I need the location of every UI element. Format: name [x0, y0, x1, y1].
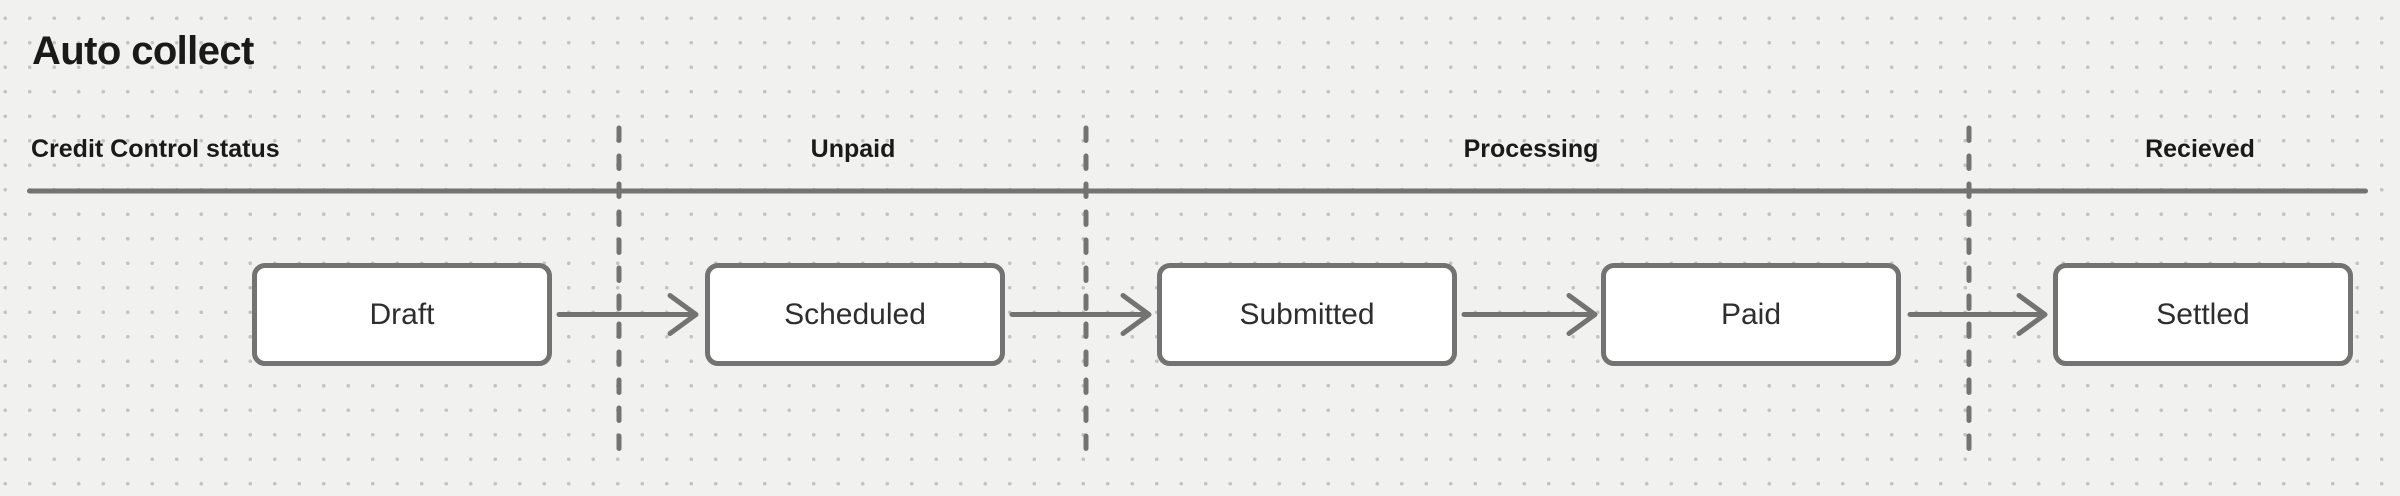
arrow-scheduled-to-submitted — [1009, 293, 1152, 336]
flow-node-label: Submitted — [1239, 297, 1375, 331]
flow-node-paid[interactable]: Paid — [1601, 263, 1901, 366]
zone-label-recieved: Recieved — [2145, 135, 2255, 163]
flow-node-settled[interactable]: Settled — [2053, 263, 2353, 366]
flow-node-submitted[interactable]: Submitted — [1157, 263, 1457, 366]
flow-node-draft[interactable]: Draft — [252, 263, 552, 366]
zone-label-unpaid: Unpaid — [810, 135, 896, 163]
flow-node-label: Draft — [369, 297, 435, 331]
lane-axis-label: Credit Control status — [31, 135, 280, 163]
arrow-submitted-to-paid — [1461, 293, 1598, 336]
flow-node-label: Settled — [2156, 297, 2250, 331]
arrow-paid-to-settled — [1907, 293, 2048, 336]
flow-node-label: Scheduled — [784, 297, 926, 331]
flow-node-scheduled[interactable]: Scheduled — [705, 263, 1005, 366]
diagram-title: Auto collect — [32, 29, 254, 73]
flow-node-label: Paid — [1720, 297, 1782, 331]
arrow-draft-to-scheduled — [556, 293, 699, 336]
zone-label-processing: Processing — [1463, 135, 1599, 163]
